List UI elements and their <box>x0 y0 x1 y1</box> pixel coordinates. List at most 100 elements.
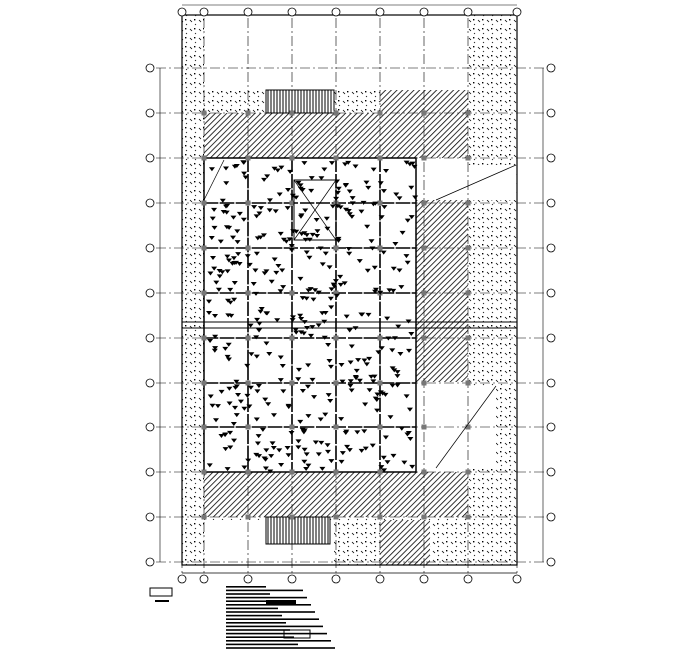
rebar-mark <box>213 418 220 423</box>
rebar-mark <box>297 313 304 318</box>
rebar-mark <box>289 318 296 323</box>
rebar-mark <box>266 208 273 213</box>
column <box>377 469 383 475</box>
rebar-mark <box>404 218 411 223</box>
column <box>201 110 207 116</box>
column <box>465 335 471 341</box>
rebar-mark <box>252 268 259 273</box>
rebar-mark <box>315 323 322 328</box>
rebar-mark <box>225 298 232 303</box>
note-text-line <box>226 643 298 646</box>
rebar-mark <box>260 233 267 238</box>
rebar-mark <box>338 417 345 422</box>
rebar-mark <box>285 188 292 193</box>
column <box>377 200 383 206</box>
rebar-mark <box>233 260 240 265</box>
rebar-mark <box>344 444 351 449</box>
rebar-mark <box>346 251 353 256</box>
rebar-mark <box>337 274 344 279</box>
rebar-mark <box>235 252 242 257</box>
rebar-mark <box>343 183 350 188</box>
rebar-mark <box>215 287 222 292</box>
rebar-mark <box>293 229 300 234</box>
rebar-mark <box>227 300 234 305</box>
rebar-mark <box>308 176 315 181</box>
rebar-mark <box>274 168 281 173</box>
rebar-mark <box>361 358 368 363</box>
rebar-mark <box>232 405 239 410</box>
rebar-mark <box>297 183 304 188</box>
marks-layer <box>181 110 518 520</box>
rebar-mark <box>227 287 234 292</box>
column <box>333 514 339 520</box>
rebar-mark <box>277 289 284 294</box>
rebar-mark <box>253 251 260 256</box>
rebar-mark <box>391 336 398 341</box>
rebar-mark <box>346 189 353 194</box>
rebar-mark <box>411 164 418 169</box>
rebar-mark <box>363 180 370 185</box>
rebar-mark <box>328 287 335 292</box>
column <box>465 469 471 475</box>
rebar-mark <box>403 394 410 399</box>
rebar-mark <box>257 309 264 314</box>
note-text-line <box>226 614 282 617</box>
interior-outline <box>203 157 417 473</box>
rebar-mark <box>274 318 281 323</box>
note-text-line <box>226 600 274 602</box>
grid-bubble <box>177 7 187 17</box>
rebar-mark <box>263 341 270 346</box>
rebar-mark <box>321 167 328 172</box>
rebar-mark <box>301 231 308 236</box>
rebar-mark <box>349 201 356 206</box>
column <box>421 245 427 251</box>
rebar-mark <box>225 357 232 362</box>
rebar-mark <box>390 288 397 293</box>
rebar-mark <box>406 348 413 353</box>
rebar-mark <box>343 314 350 319</box>
rebar-mark <box>280 285 287 290</box>
rebar-mark <box>323 216 330 221</box>
note-text-line <box>226 607 278 610</box>
rebar-mark <box>253 291 260 296</box>
grid-bubble <box>145 63 155 73</box>
rebar-mark <box>283 239 290 244</box>
rebar-mark <box>295 180 302 185</box>
rebar-mark <box>211 266 218 271</box>
grid-bubble <box>145 108 155 118</box>
note-text-line <box>226 593 270 595</box>
rebar-mark <box>378 346 385 351</box>
rebar-mark <box>352 374 359 379</box>
rebar-mark <box>390 266 397 271</box>
rebar-mark <box>343 207 350 212</box>
grid-bubble <box>287 574 297 584</box>
rebar-mark <box>256 321 263 326</box>
rebar-mark <box>396 196 403 201</box>
rebar-mark <box>305 463 312 468</box>
rebar-mark <box>305 363 312 368</box>
rebar-mark <box>234 240 241 245</box>
column <box>201 335 207 341</box>
rebar-mark <box>362 446 369 451</box>
rebar-mark <box>244 254 251 259</box>
rebar-mark <box>212 314 219 319</box>
rebar-mark <box>253 417 260 422</box>
rebar-mark <box>230 256 237 261</box>
column <box>465 110 471 116</box>
column <box>465 424 471 430</box>
rebar-mark <box>303 467 310 472</box>
rebar-mark <box>354 430 361 435</box>
rebar-mark <box>369 443 376 448</box>
column <box>465 290 471 296</box>
rebar-mark <box>229 261 236 266</box>
note-text-line <box>226 622 286 624</box>
rebar-mark <box>299 389 306 394</box>
rebar-mark <box>227 445 234 450</box>
rebar-mark <box>286 237 293 242</box>
grid-bubble <box>546 333 556 343</box>
column <box>333 290 339 296</box>
rebar-mark <box>310 297 317 302</box>
rebar-mark <box>211 348 218 353</box>
rebar-mark <box>375 350 382 355</box>
